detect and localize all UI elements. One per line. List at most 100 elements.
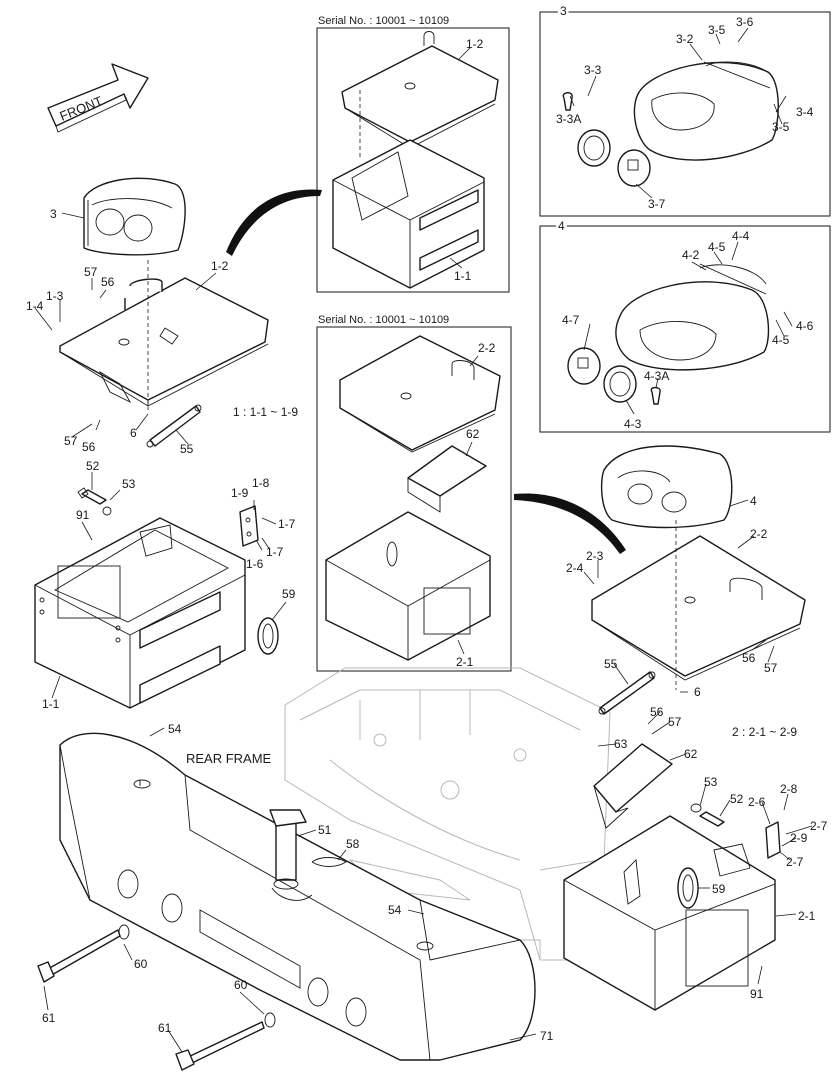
box-2-1	[563, 815, 776, 1011]
callout-71: 71	[540, 1029, 554, 1043]
callout-53-a: 53	[122, 477, 136, 491]
callout-56-d: 56	[650, 705, 664, 719]
leader-lines	[34, 27, 813, 1053]
callout-59-a: 59	[282, 587, 296, 601]
callout-1-7-a: 1-7	[278, 517, 296, 531]
callout-6-b: 6	[694, 685, 701, 699]
bolt-52-right	[690, 803, 725, 827]
callout-58: 58	[346, 837, 360, 851]
gas-spring-55-right	[598, 671, 656, 715]
callout-mid-2-2: 2-2	[478, 341, 496, 355]
callout-2-3: 2-3	[586, 549, 604, 563]
callout-2-1-main: 2-1	[798, 909, 816, 923]
callout-59-b: 59	[712, 882, 726, 896]
callout-55-b: 55	[604, 657, 618, 671]
cover-2-2	[591, 520, 806, 690]
callout-2-7-b: 2-7	[786, 855, 804, 869]
inset4-bulb	[650, 386, 661, 405]
hinge-2-6	[765, 821, 781, 859]
callout-54-a: 54	[168, 722, 182, 736]
callout-2-8: 2-8	[780, 782, 798, 796]
callout-1-3: 1-3	[46, 289, 64, 303]
callout-4-5-a: 4-5	[708, 240, 726, 254]
inset-frame-3: 3	[539, 2, 831, 217]
callout-top-1-1: 1-1	[454, 269, 472, 283]
serial-label-top: Serial No. : 10001 ~ 10109	[318, 15, 449, 27]
callout-1-6: 1-6	[246, 557, 264, 571]
callout-57-a: 57	[84, 265, 98, 279]
grommet-59-left	[257, 617, 279, 655]
rear-frame-label: REAR FRAME	[186, 751, 272, 766]
inset3-lamp-a	[577, 129, 611, 167]
bolt-61-b	[175, 1012, 276, 1071]
legend-group-1: 1 : 1-1 ~ 1-9	[233, 405, 298, 419]
callout-4-3: 4-3	[624, 417, 642, 431]
callout-4-2: 4-2	[682, 248, 700, 262]
bracket-62-right	[593, 743, 673, 829]
callout-3-3: 3-3	[584, 63, 602, 77]
callout-2-4: 2-4	[566, 561, 584, 575]
inset-3-title: 3	[560, 4, 567, 18]
callout-57-b: 57	[64, 434, 78, 448]
spring-pin-58	[311, 857, 347, 867]
inset-frame-4: 4	[539, 217, 831, 433]
legend-group-2: 2 : 2-1 ~ 2-9	[732, 725, 797, 739]
callout-57-d: 57	[668, 715, 682, 729]
callout-1-7-b: 1-7	[266, 545, 284, 559]
counterweight-71	[59, 732, 536, 1061]
callout-1-4: 1-4	[26, 299, 44, 313]
front-arrow: FRONT	[47, 63, 149, 133]
callout-4-3a: 4-3A	[644, 369, 669, 383]
bolt-52-left	[77, 487, 112, 516]
callout-1-8: 1-8	[252, 476, 270, 490]
inset3-bulb	[562, 92, 573, 111]
callout-3-7: 3-7	[648, 197, 666, 211]
serial-label-mid: Serial No. : 10001 ~ 10109	[318, 314, 449, 326]
inset-4-title: 4	[558, 219, 565, 233]
callout-56-b: 56	[82, 440, 96, 454]
callout-56-a: 56	[101, 275, 115, 289]
inset3-lamp-b	[617, 149, 651, 187]
callout-3-4: 3-4	[796, 105, 814, 119]
callout-54-b: 54	[388, 903, 402, 917]
rear-frame-outline: REAR FRAME	[186, 667, 611, 961]
callout-61-b: 61	[158, 1021, 172, 1035]
callout-6-a: 6	[130, 426, 137, 440]
cover-1-2	[59, 260, 269, 410]
inset-frame-mid: Serial No. : 10001 ~ 10109	[316, 314, 512, 672]
callout-2-6: 2-6	[748, 795, 766, 809]
callout-53-b: 53	[704, 775, 718, 789]
mid-inset-cover-2-2	[339, 335, 501, 453]
callout-4-5-b: 4-5	[772, 333, 790, 347]
callout-60-b: 60	[234, 978, 248, 992]
callout-swoosh-left	[226, 189, 322, 256]
lamp-housing-3	[83, 177, 186, 256]
callout-swoosh-right	[514, 493, 626, 554]
callout-3-5-b: 3-5	[772, 120, 790, 134]
callout-mid-2-1: 2-1	[456, 655, 474, 669]
inset-frame-top: Serial No. : 10001 ~ 10109	[316, 15, 510, 293]
callout-52-b: 52	[730, 792, 744, 806]
lifting-pin-51	[269, 809, 307, 890]
callout-61-a: 61	[42, 1011, 56, 1025]
callout-62-main: 62	[684, 747, 698, 761]
callout-2-2-main: 2-2	[750, 527, 768, 541]
grommet-59-right	[677, 867, 699, 909]
callout-91-a: 91	[76, 508, 90, 522]
callout-3-3a: 3-3A	[556, 112, 581, 126]
callout-56-c: 56	[742, 651, 756, 665]
inset3-housing	[633, 61, 779, 161]
callout-mid-62: 62	[466, 427, 480, 441]
callout-labels: 3 1-2 57 56 1-4 1-3 57 56 6 55 1 : 1-1 ~…	[26, 15, 828, 1043]
callout-57-c: 57	[764, 661, 778, 675]
callout-1-2-main: 1-2	[211, 259, 229, 273]
callout-4-7: 4-7	[562, 313, 580, 327]
callout-2-7-a: 2-7	[810, 819, 828, 833]
callout-2-9: 2-9	[790, 831, 808, 845]
mid-inset-box-2-1	[325, 511, 491, 661]
callout-3-5-a: 3-5	[708, 23, 726, 37]
top-inset-box-1-1	[332, 90, 485, 289]
mid-inset-bracket-62	[407, 445, 487, 513]
box-1-1	[34, 517, 246, 709]
